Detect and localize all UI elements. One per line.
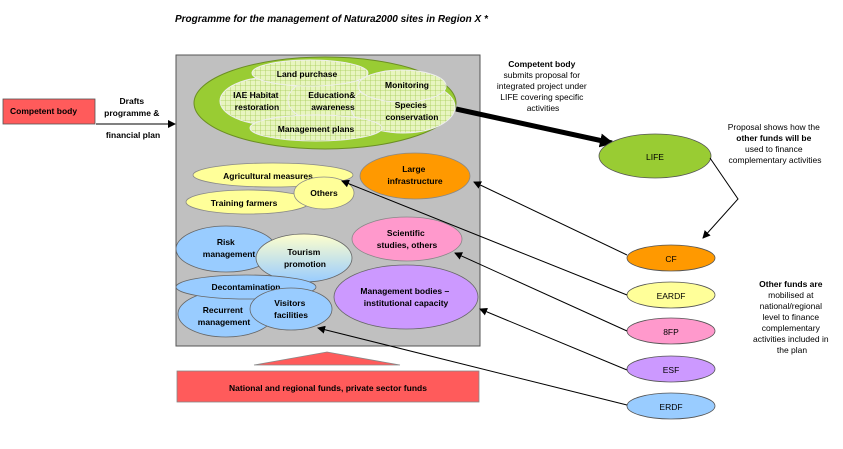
visitors-label: Visitors facilities xyxy=(274,298,308,320)
life-label: LIFE xyxy=(646,152,664,162)
national-funds-label: National and regional funds, private sec… xyxy=(229,383,427,393)
eardf-arrow xyxy=(341,179,628,296)
proposal-note: Proposal shows how the other funds will … xyxy=(728,122,823,165)
fund-cf-ellipse xyxy=(626,244,716,272)
other-funds-note: Other funds are mobilised at national/re… xyxy=(753,279,831,355)
diagram-title: Programme for the management of Natura20… xyxy=(175,14,489,25)
fund-erdf-ellipse xyxy=(626,392,716,420)
competent-submits-label: Competent body submits proposal for inte… xyxy=(497,59,589,113)
species-label: Species conservation xyxy=(386,100,439,122)
large-infra-label: Large infrastructure xyxy=(387,164,443,186)
upward-red-arrow xyxy=(253,351,401,366)
decontamination-label: Decontamination xyxy=(212,282,281,292)
fund-8fp-label: 8FP xyxy=(663,327,679,337)
life-ellipse xyxy=(598,133,712,179)
monitoring-ellipse xyxy=(357,69,447,103)
competent-body-label: Competent body xyxy=(10,106,77,116)
scientific-ellipse xyxy=(351,216,463,262)
fund-esf-ellipse xyxy=(626,355,716,383)
risk-label: Risk management xyxy=(203,237,256,259)
mgmt-bodies-label: Management bodies – institutional capaci… xyxy=(360,286,451,308)
tourism-label: Tourism promotion xyxy=(284,247,326,269)
agricultural-label: Agricultural measures xyxy=(223,171,313,181)
submit-to-life-arrow xyxy=(455,106,614,148)
scientific-label: Scientific studies, others xyxy=(377,228,438,250)
visitors-ellipse xyxy=(249,287,333,331)
erdf-arrow xyxy=(317,325,628,406)
competent-body-box xyxy=(2,98,96,125)
iae-label: IAE Habitat restoration xyxy=(233,90,281,112)
esf-arrow xyxy=(479,307,628,371)
national-funds-box xyxy=(176,370,480,403)
fund-erdf-label: ERDF xyxy=(659,402,682,412)
training-label: Training farmers xyxy=(211,198,278,208)
education-label: Education& awareness xyxy=(308,90,358,112)
management-plans-ellipse xyxy=(249,114,383,142)
fund-esf-label: ESF xyxy=(663,365,680,375)
others-ellipse xyxy=(293,176,355,210)
fund-cf-label: CF xyxy=(665,254,676,264)
monitoring-label: Monitoring xyxy=(385,80,429,90)
cf-arrow xyxy=(473,181,628,256)
land-purchase-label: Land purchase xyxy=(277,69,338,79)
large-infra-ellipse xyxy=(359,152,471,200)
management-plans-label: Management plans xyxy=(278,124,355,134)
life-to-cf-line xyxy=(702,157,739,239)
8fp-arrow xyxy=(454,252,628,332)
land-purchase-ellipse xyxy=(251,59,369,87)
drafts-label: Drafts programme & financial plan xyxy=(104,96,162,140)
fund-eardf-label: EARDF xyxy=(657,291,686,301)
mgmt-bodies-ellipse xyxy=(333,264,479,330)
others-label: Others xyxy=(310,188,338,198)
recurrent-label: Recurrent management xyxy=(198,305,251,327)
tourism-ellipse xyxy=(255,233,353,283)
